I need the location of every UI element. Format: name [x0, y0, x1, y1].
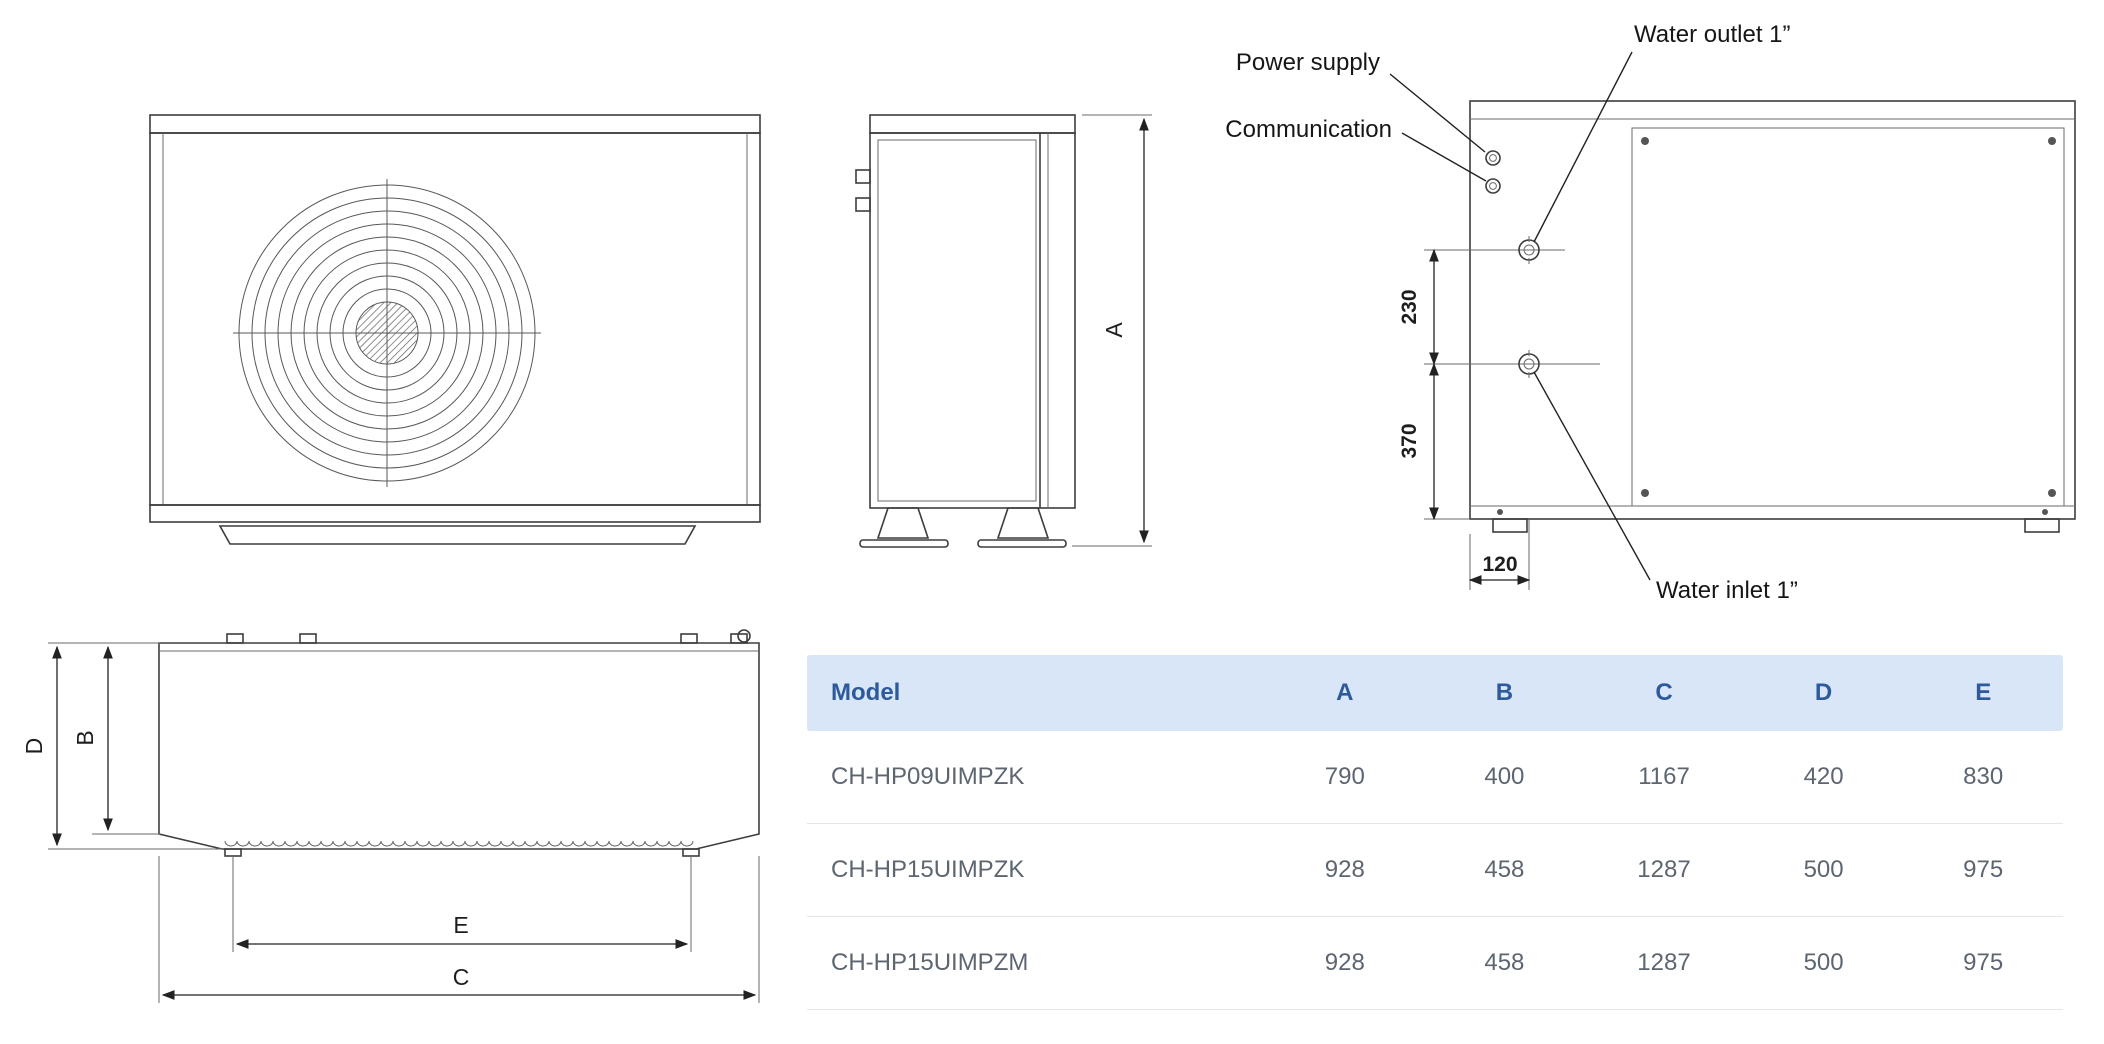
water-outlet-label: Water outlet 1” [1634, 21, 1791, 48]
dim-c-label: C [453, 964, 470, 990]
dimensions-table: Model A B C D E CH-HP09UIMPZK 790 400 11… [807, 655, 2063, 1010]
top-view: D B E C [21, 629, 760, 1003]
power-supply-label: Power supply [1236, 49, 1380, 76]
cell-a: 928 [1324, 856, 1365, 883]
table-row: CH-HP15UIMPZM 928 458 1287 500 975 [807, 917, 2063, 1010]
cell-a: 790 [1324, 763, 1365, 790]
dim-e-label: E [453, 912, 468, 938]
cell-b: 458 [1484, 949, 1525, 976]
communication-label: Communication [1225, 116, 1392, 143]
cell-c: 1287 [1637, 856, 1691, 883]
fan-grille [233, 179, 541, 487]
cell-d: 420 [1803, 763, 1844, 790]
table-row: CH-HP15UIMPZK 928 458 1287 500 975 [807, 824, 2063, 917]
cell-a: 928 [1324, 949, 1365, 976]
side-view: A [855, 114, 1152, 548]
cell-model: CH-HP09UIMPZK [831, 763, 1025, 790]
dim-120-label: 120 [1482, 553, 1517, 576]
cell-c: 1287 [1637, 949, 1691, 976]
front-view [149, 114, 761, 545]
water-inlet-label: Water inlet 1” [1656, 577, 1798, 604]
header-cell-c: C [1655, 679, 1673, 706]
header-cell-e: E [1975, 679, 1992, 706]
cell-d: 500 [1803, 856, 1844, 883]
cell-b: 458 [1484, 856, 1525, 883]
cell-model: CH-HP15UIMPZK [831, 856, 1025, 883]
cell-c: 1167 [1638, 763, 1690, 790]
header-cell-model: Model [831, 679, 901, 706]
back-view: Power supply Communication Water outlet … [1225, 21, 2076, 604]
water-inlet-fitting [1424, 350, 1600, 378]
cell-e: 975 [1963, 856, 2004, 883]
header-cell-b: B [1495, 679, 1514, 706]
dim-370-label: 370 [1398, 423, 1421, 458]
dim-b-label: B [72, 730, 98, 745]
table-header-row: Model A B C D E [807, 655, 2063, 731]
dim-d-label: D [21, 738, 47, 755]
cell-model: CH-HP15UIMPZM [831, 949, 1029, 976]
table-row: CH-HP09UIMPZK 790 400 1167 420 830 [807, 731, 2063, 824]
cell-e: 975 [1963, 949, 2004, 976]
water-outlet-fitting [1424, 236, 1565, 264]
cell-d: 500 [1803, 949, 1844, 976]
dim-a-label: A [1101, 322, 1127, 338]
header-cell-d: D [1814, 679, 1833, 706]
cell-b: 400 [1484, 763, 1525, 790]
communication-connector [1485, 178, 1501, 194]
dim-230-label: 230 [1398, 289, 1421, 324]
header-cell-a: A [1336, 679, 1354, 706]
power-supply-connector [1485, 150, 1501, 166]
cell-e: 830 [1963, 763, 2004, 790]
